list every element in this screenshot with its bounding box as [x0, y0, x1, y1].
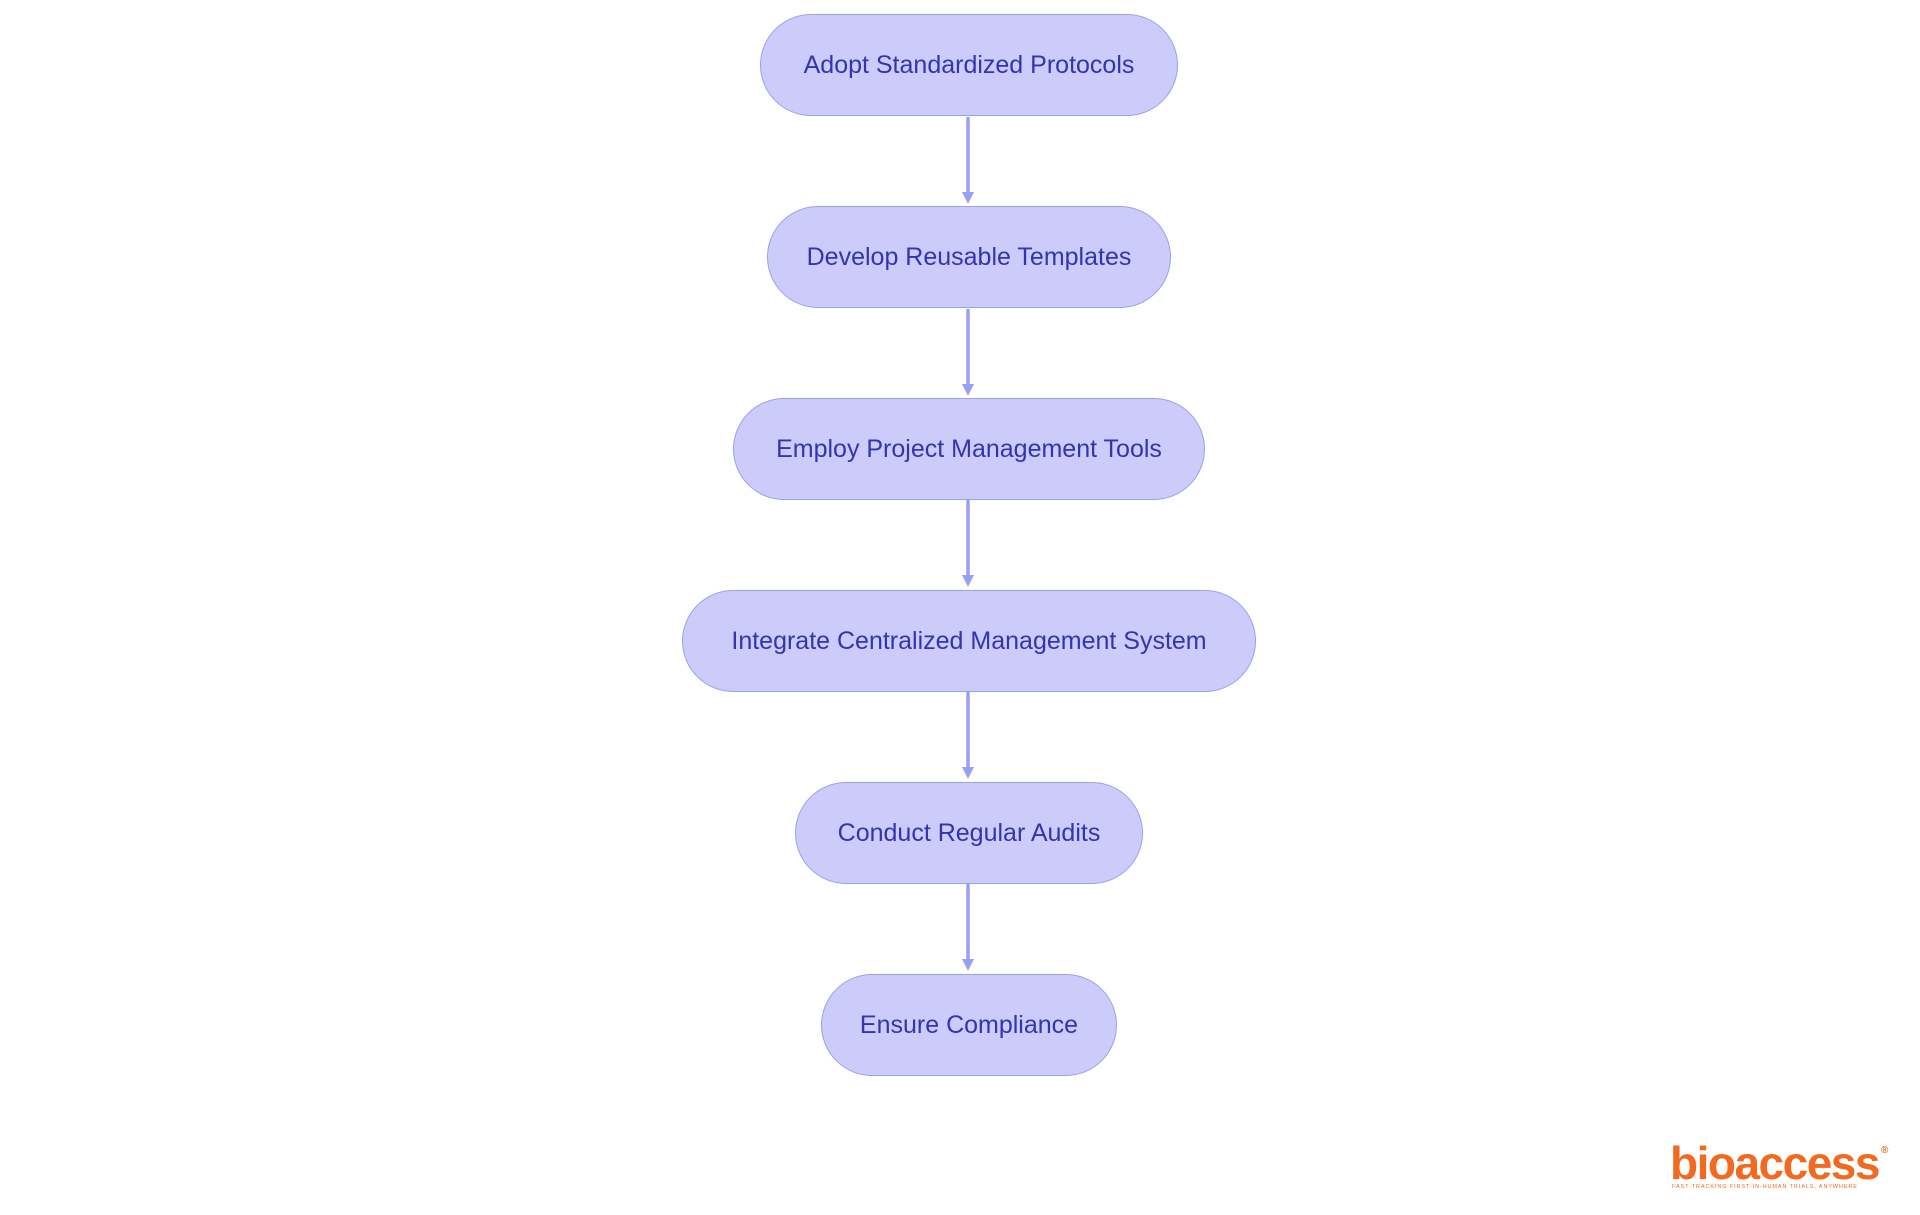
- bioaccess-logo: bioaccess ® FAST-TRACKING FIRST-IN-HUMAN…: [1670, 1137, 1890, 1190]
- flow-step-integrate-centralized-management-system: Integrate Centralized Management System: [682, 590, 1256, 692]
- flow-step-conduct-regular-audits: Conduct Regular Audits: [795, 782, 1143, 884]
- flow-step-label: Develop Reusable Templates: [806, 242, 1132, 271]
- flow-step-label: Adopt Standardized Protocols: [803, 50, 1135, 79]
- flow-step-ensure-compliance: Ensure Compliance: [821, 974, 1117, 1076]
- flow-step-develop-reusable-templates: Develop Reusable Templates: [767, 206, 1171, 308]
- logo-wordmark: bioaccess: [1670, 1137, 1880, 1189]
- flow-step-adopt-standardized-protocols: Adopt Standardized Protocols: [760, 14, 1178, 116]
- logo-tagline: FAST-TRACKING FIRST-IN-HUMAN TRIALS, ANY…: [1672, 1184, 1858, 1190]
- flow-step-label: Ensure Compliance: [859, 1010, 1079, 1039]
- flow-step-label: Integrate Centralized Management System: [731, 626, 1207, 655]
- registered-mark-icon: ®: [1881, 1145, 1889, 1156]
- flow-step-label: Employ Project Management Tools: [776, 434, 1162, 463]
- flow-step-employ-project-management-tools: Employ Project Management Tools: [733, 398, 1205, 500]
- flow-step-label: Conduct Regular Audits: [837, 818, 1101, 847]
